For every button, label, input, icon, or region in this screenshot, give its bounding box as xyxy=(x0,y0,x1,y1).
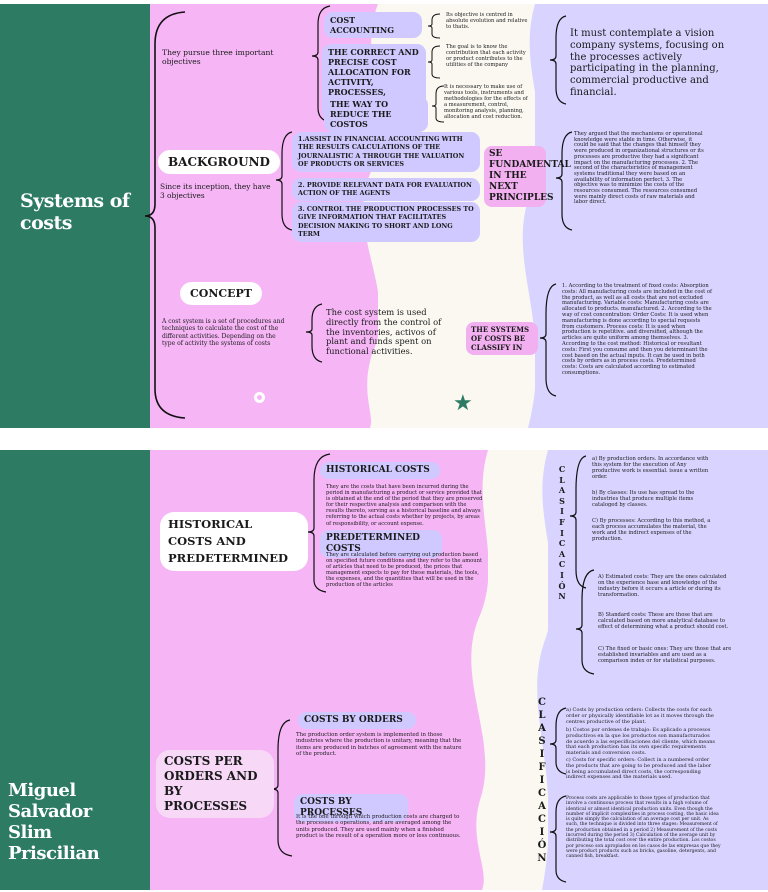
historical-costs-label: HISTORICAL COSTS xyxy=(320,462,440,479)
class1-item-c: C) By processes: According to this metho… xyxy=(592,518,711,543)
costs-by-orders-label: COSTS BY ORDERS xyxy=(298,712,416,729)
page-title: Systems of costs xyxy=(20,190,130,234)
hist-pre-label: HISTORICAL COSTS AND PREDETERMINED xyxy=(160,512,308,571)
principles-text: They argued that the mechanisms or opera… xyxy=(574,131,704,206)
historical-costs-text: They are the costs that have been incurr… xyxy=(326,484,483,527)
class3-item-c: c) Costs for specific orders: Collect in… xyxy=(566,757,712,781)
author-name: Miguel Salvador Slim Priscilian xyxy=(8,780,100,864)
ring-icon xyxy=(254,392,265,403)
class4-text: Process costs are applicable to those ty… xyxy=(566,796,721,860)
class2-item-b: B) Standard costs: These are those that … xyxy=(598,612,729,631)
orders-processes-label: COSTS PER ORDERS AND BY PROCESSES xyxy=(156,750,274,818)
objective-reduce-costs: THE WAY TO REDUCE THE COSTOS xyxy=(324,96,428,132)
title-panel xyxy=(0,450,150,890)
vision-text: It must contemplate a vision company sys… xyxy=(570,28,725,98)
objective-note-1: Its objective is centred in absolute evo… xyxy=(446,12,528,31)
class2-item-c: C) The fixed or basic ones: They are tho… xyxy=(598,646,732,665)
lavender-band xyxy=(535,4,768,428)
predetermined-costs-text: They are calculated before carrying out … xyxy=(326,552,483,589)
objective-note-3: It is necessary to make use of various t… xyxy=(444,84,528,121)
mindmap-page-2: Miguel Salvador Slim Priscilian HISTORIC… xyxy=(0,450,768,890)
classify-text: 1. According to the treatment of fixed c… xyxy=(562,283,712,376)
title-panel xyxy=(0,4,150,428)
costs-by-orders-text: The production order system is implement… xyxy=(296,732,462,758)
concept-definition: A cost system is a set of procedures and… xyxy=(162,318,285,348)
class3-item-b: b) Costos por ordenes de trabajo: Es apl… xyxy=(566,727,715,757)
objectives-intro: They pursue three important objectives xyxy=(162,48,274,66)
concept-label: CONCEPT xyxy=(180,282,262,305)
concept-used: The cost system is used directly from th… xyxy=(326,307,442,357)
star-icon: ★ xyxy=(453,391,473,416)
costs-by-processes-label: COSTS BY PROCESSES xyxy=(294,794,408,822)
mindmap-page-1: Systems of costs ★ They pursue three imp… xyxy=(0,4,768,428)
class3-item-a: a) Costs by production orders: Collects … xyxy=(566,707,714,725)
class2-item-a: A) Estimated costs: They are the ones ca… xyxy=(598,574,727,599)
costs-by-processes-text: It is the one through which production c… xyxy=(296,814,461,840)
background-item-2: 2. PROVIDE RELEVANT DATA FOR EVALUATION … xyxy=(292,178,480,201)
principles-label: SE FUNDAMENTAL IN THE NEXT PRINCIPLES xyxy=(484,146,571,207)
background-item-3: 3. CONTROL THE PRODUCTION PROCESSES TO G… xyxy=(292,202,480,242)
objective-cost-accounting: COST ACCOUNTING xyxy=(324,12,422,38)
background-item-1: 1.ASSIST IN FINANCIAL ACCOUNTING WITH TH… xyxy=(292,132,480,172)
background-label: BACKGROUND xyxy=(158,150,280,174)
class1-item-b: b) By classes: Its use has spread to the… xyxy=(592,490,695,509)
objective-note-2: The goal is to know the contribution tha… xyxy=(446,44,526,69)
predetermined-costs-label: PREDETERMINED COSTS xyxy=(320,530,442,558)
background-intro: Since its inception, they have 3 objecti… xyxy=(160,182,271,200)
class1-item-a: a) By production orders. In accordance w… xyxy=(592,456,709,481)
classify-label: THE SYSTEMS OF COSTS BE CLASSIFY IN xyxy=(466,322,538,355)
